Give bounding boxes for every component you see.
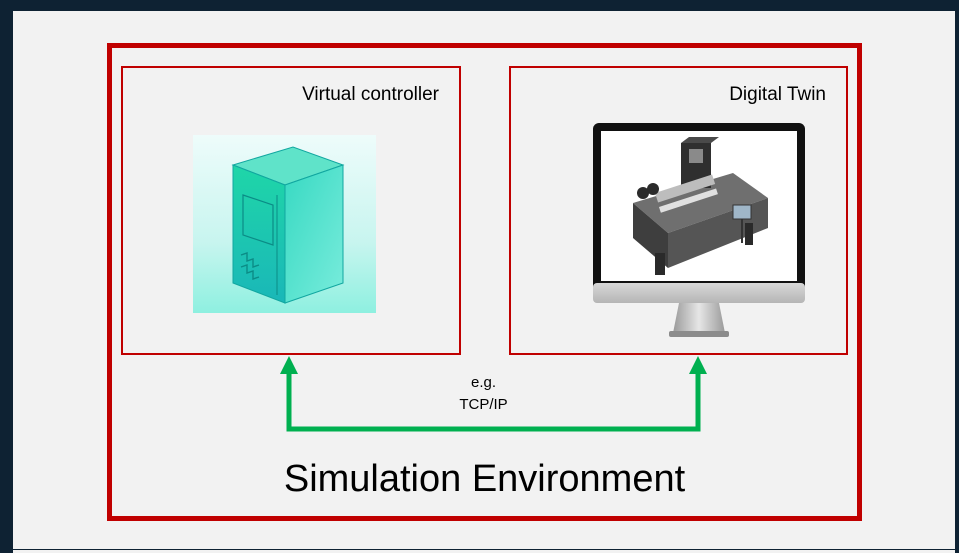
digital-twin-monitor-icon xyxy=(593,123,805,337)
protocol-label: e.g. TCP/IP xyxy=(420,372,547,416)
arrowhead-right xyxy=(689,356,707,374)
controller-cabinet-icon xyxy=(193,135,376,313)
protocol-label-line2: TCP/IP xyxy=(459,396,508,413)
simulation-environment-box xyxy=(107,43,862,521)
digital-twin-panel: Digital Twin xyxy=(509,66,848,355)
arrowhead-left xyxy=(280,356,298,374)
digital-twin-title: Digital Twin xyxy=(729,84,826,105)
simulation-environment-label: Simulation Environment xyxy=(283,458,686,500)
virtual-controller-panel: Virtual controller xyxy=(121,66,461,355)
protocol-label-line1: e.g. xyxy=(470,374,497,391)
frame-bottom-line xyxy=(13,549,955,550)
tcp-connection-line xyxy=(286,372,701,432)
virtual-controller-title: Virtual controller xyxy=(302,84,439,105)
